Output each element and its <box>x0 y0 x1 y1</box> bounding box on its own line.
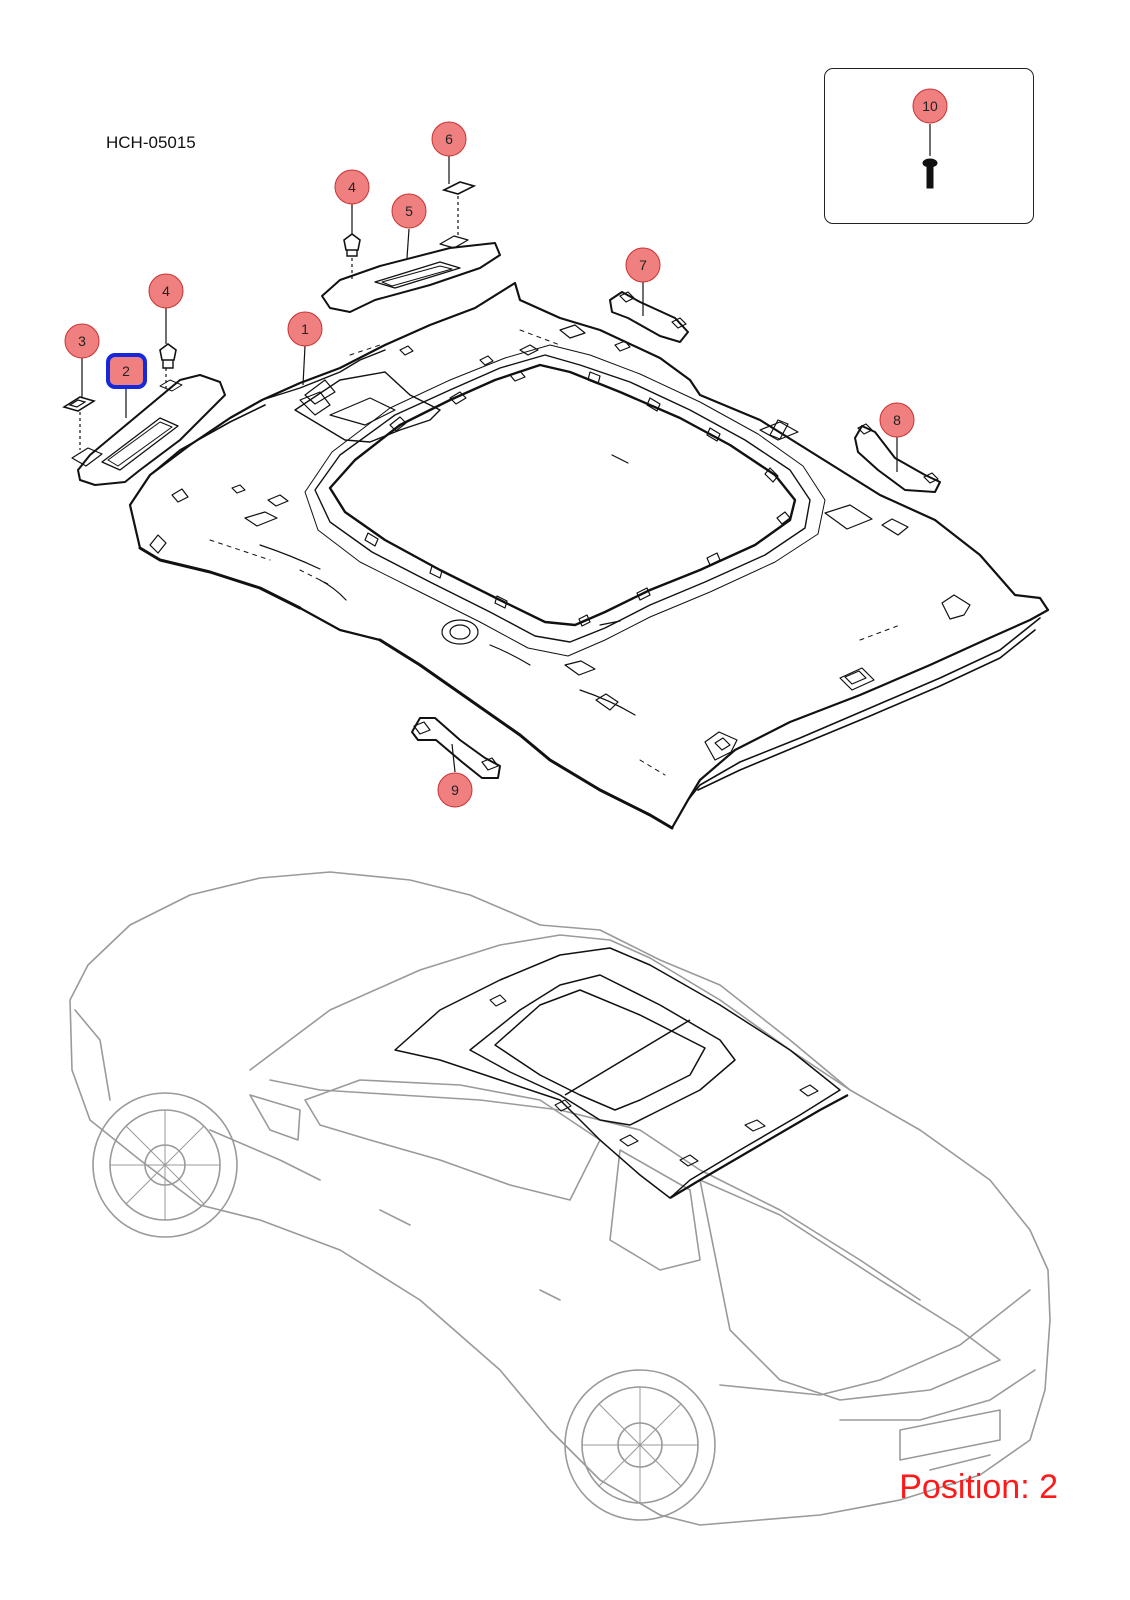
svg-text:4: 4 <box>348 179 356 195</box>
diagram-code: HCH-05015 <box>106 133 196 152</box>
callout-5[interactable]: 5 <box>391 193 427 229</box>
svg-text:5: 5 <box>405 203 413 219</box>
grab-handle-front-right <box>411 717 501 779</box>
callout-4-upper[interactable]: 4 <box>334 169 370 205</box>
svg-text:10: 10 <box>922 98 938 114</box>
svg-text:9: 9 <box>451 782 459 798</box>
callout-4-left[interactable]: 4 <box>148 273 184 309</box>
svg-text:4: 4 <box>162 283 170 299</box>
visor-holder-left <box>62 396 96 412</box>
visor-holder-right <box>441 181 477 195</box>
car-headliner-highlight <box>394 947 849 1199</box>
callout-3[interactable]: 3 <box>64 323 100 359</box>
grab-handle-rear-left <box>609 291 689 343</box>
svg-text:7: 7 <box>639 257 647 273</box>
callout-2[interactable]: 2 <box>106 353 147 389</box>
clip-left <box>159 343 177 369</box>
headliner-panel <box>128 281 1050 830</box>
callout-10[interactable]: 10 <box>912 88 948 124</box>
callout-6[interactable]: 6 <box>431 121 467 157</box>
svg-text:1: 1 <box>301 321 309 337</box>
svg-text:6: 6 <box>445 131 453 147</box>
callout-7[interactable]: 7 <box>625 247 661 283</box>
svg-text:3: 3 <box>78 333 86 349</box>
grab-handle-rear-right <box>854 423 941 493</box>
inset-box-fastener <box>824 68 1034 224</box>
svg-text:2: 2 <box>122 363 130 379</box>
callout-9[interactable]: 9 <box>437 772 473 808</box>
position-label: Position: 2 <box>899 1468 1058 1506</box>
callout-8[interactable]: 8 <box>879 402 915 438</box>
svg-text:8: 8 <box>893 412 901 428</box>
callout-1[interactable]: 1 <box>287 311 323 347</box>
callout-bubbles: 1 2 3 4 4 5 6 <box>64 88 948 808</box>
screw <box>922 158 938 189</box>
leader-lines <box>79 124 931 773</box>
sun-visor-right <box>321 235 501 313</box>
sun-visor-left <box>71 374 226 486</box>
clip-upper <box>343 233 361 257</box>
car-locator-illustration <box>69 871 1051 1526</box>
